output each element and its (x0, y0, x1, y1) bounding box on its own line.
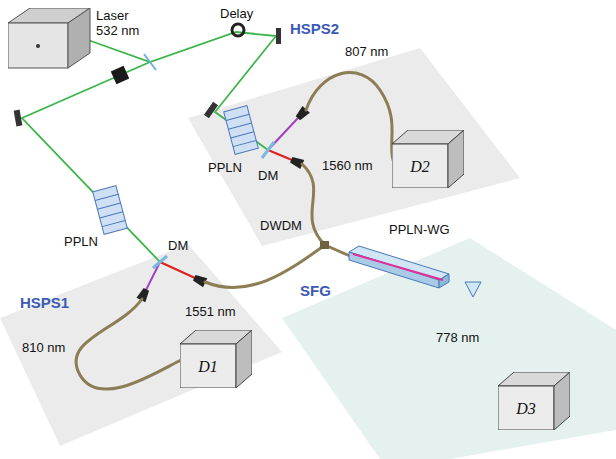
detector-name: D1 (180, 344, 236, 388)
wavelength-label: 810 nm (22, 340, 65, 355)
detector-name: D3 (498, 386, 554, 430)
wavelength-label: 778 nm (436, 330, 479, 345)
part-label: PPLN (208, 160, 242, 175)
filter-block (111, 66, 129, 84)
component-name: PPLN-WG (389, 222, 450, 237)
dichroic-mirror (262, 142, 274, 158)
region-label: HSPS1 (20, 294, 69, 311)
signal-beam (268, 150, 292, 160)
region-label: SFG (300, 282, 331, 299)
laser-shape (8, 8, 158, 70)
wavelength-label: 1560 nm (322, 158, 373, 173)
part-label: DM (258, 168, 278, 183)
mirror (204, 102, 218, 119)
region-label: HSPS2 (290, 20, 339, 37)
mirror (14, 110, 23, 127)
part-label: PPLN (64, 234, 98, 249)
hsps1-region (0, 244, 282, 446)
detector-box: D2 (392, 130, 464, 188)
signal-beam (160, 262, 195, 278)
dwdm-junction (320, 241, 329, 249)
delay-stage (232, 24, 281, 44)
wavelength-label: 807 nm (345, 44, 388, 59)
part-label: Delay (220, 6, 253, 21)
sfg-region (282, 238, 616, 459)
optical-fiber (76, 73, 393, 390)
part-label: DWDM (260, 218, 302, 233)
fiber-coupler (192, 273, 207, 287)
pump-beam (22, 62, 160, 262)
fiber-coupler (289, 155, 304, 169)
component-name: Laser 532 nm (96, 8, 152, 38)
laser-source: Laser 532 nm (8, 8, 158, 70)
fiber-coupler (136, 287, 150, 302)
ppln-crystal (224, 106, 259, 155)
detector-box: D3 (498, 372, 570, 430)
part-label: DM (168, 238, 188, 253)
dichroic-mirror (153, 256, 167, 268)
beam-splitter (144, 54, 156, 70)
prism (465, 282, 481, 297)
ppln-crystal (93, 186, 128, 235)
detector-name: D2 (392, 144, 448, 188)
detector-box: D1 (180, 330, 252, 388)
hsps2-region (188, 48, 520, 246)
wavelength-label: 1551 nm (185, 304, 236, 319)
waveguide: PPLN-WG (345, 222, 453, 292)
